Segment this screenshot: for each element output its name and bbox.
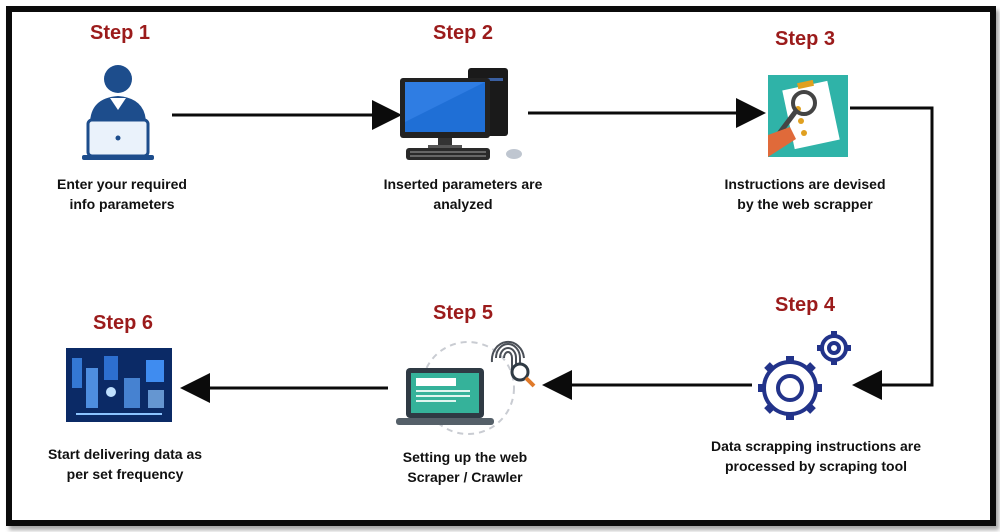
gears-icon — [758, 331, 851, 420]
step-4-caption: Data scrapping instructions are processe… — [710, 438, 922, 474]
step-6-caption: Start delivering data as per set frequen… — [47, 446, 203, 482]
step-3-title: Step 3 — [774, 28, 836, 50]
step-3-caption: Instructions are devised by the web scra… — [724, 176, 886, 212]
desktop-computer-icon — [400, 68, 522, 160]
step-2-title: Step 2 — [432, 22, 494, 44]
step-1-caption: Enter your required info parameters — [57, 176, 187, 212]
user-laptop-icon — [82, 65, 154, 160]
arrow-step3-to-step4 — [850, 106, 934, 400]
step-1-title: Step 1 — [89, 22, 151, 44]
checklist-magnifier-icon — [768, 75, 848, 157]
step-6-title: Step 6 — [92, 312, 154, 334]
data-delivery-icon — [66, 348, 172, 422]
step-4-title: Step 4 — [774, 294, 836, 316]
step-2-caption: Inserted parameters are analyzed — [383, 176, 543, 212]
laptop-fingerprint-icon — [396, 340, 536, 435]
step-5-title: Step 5 — [432, 302, 494, 324]
step-5-caption: Setting up the web Scraper / Crawler — [402, 449, 528, 485]
